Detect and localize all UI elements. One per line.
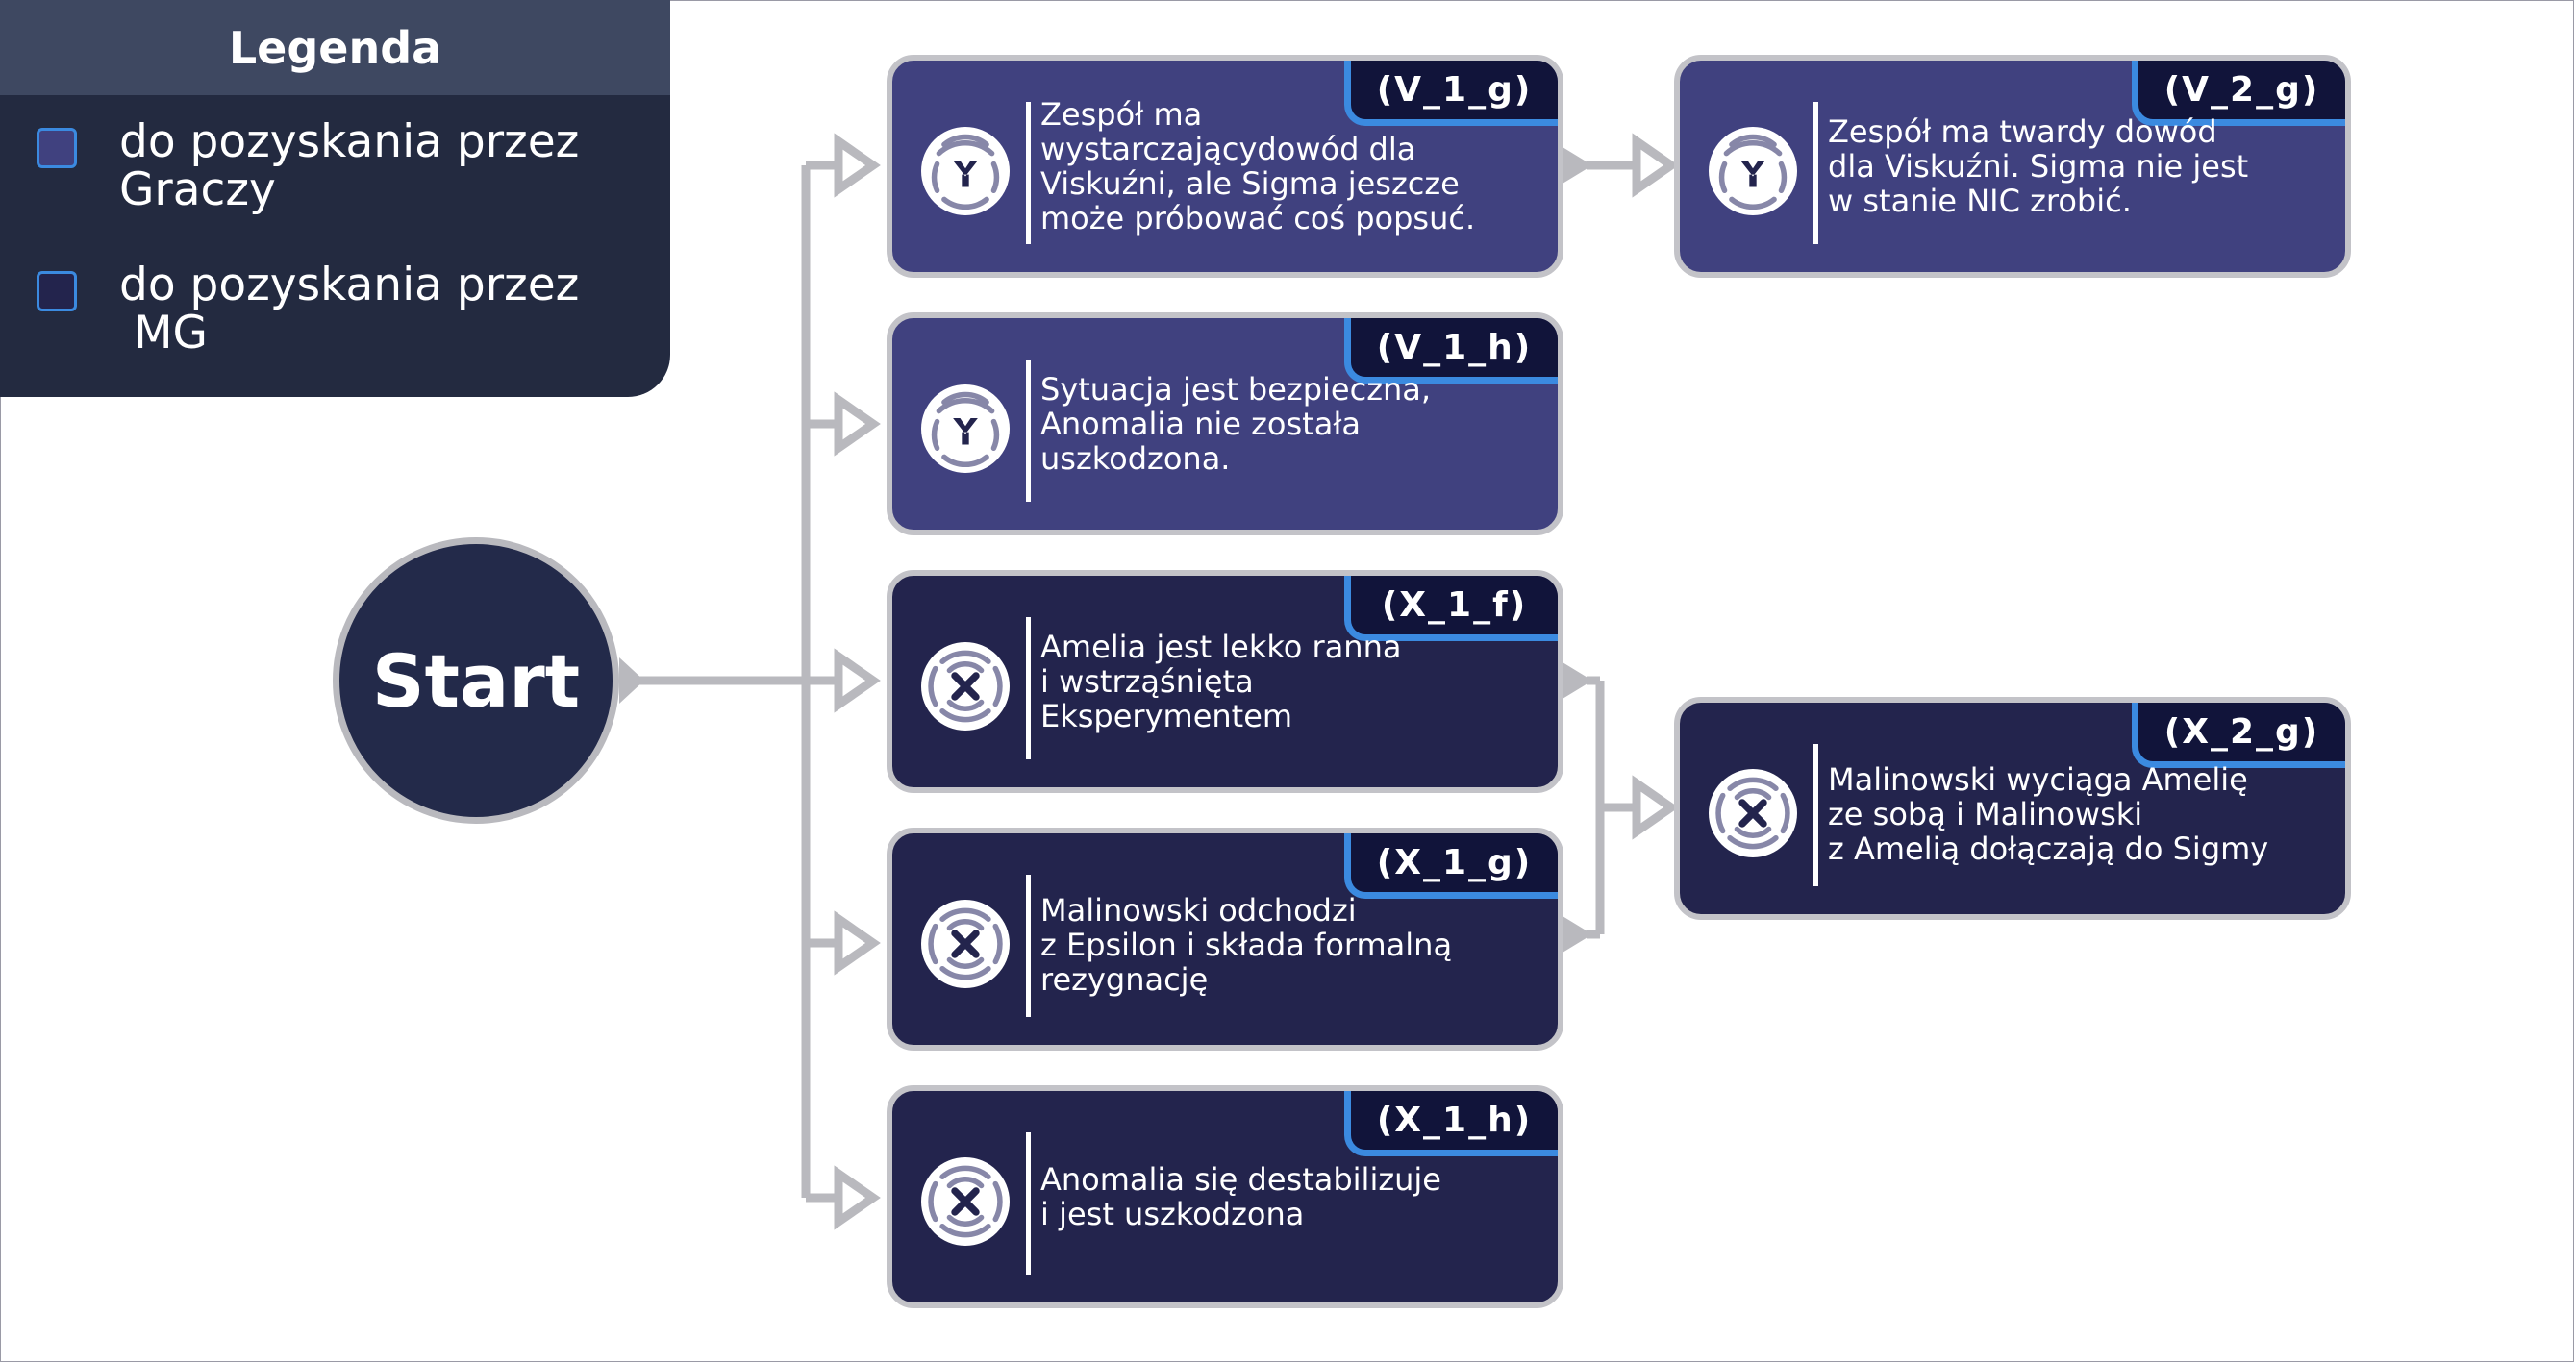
card-x1h: (X_1_h) Anomalia się destabilizuje i jes… [887, 1085, 1563, 1308]
tab-start [619, 657, 644, 704]
legend-item-players: do pozyskania przez Graczy [37, 118, 579, 214]
card-x1g: (X_1_g) Malinowski odchodzi z Epsilon i … [887, 828, 1563, 1051]
legend-panel: Legenda do pozyskania przez Graczy do po… [0, 0, 670, 397]
card-divider [1026, 1132, 1031, 1275]
card-tag: (X_1_h) [1344, 1091, 1558, 1156]
card-divider [1026, 875, 1031, 1017]
card-v1g: (V_1_g) Zespół ma wystarczającydowód dla… [887, 55, 1563, 278]
card-tag: (V_2_g) [2132, 61, 2345, 126]
arrowhead-x1g [834, 910, 881, 976]
card-tag: (V_1_g) [1344, 61, 1558, 126]
x-icon [921, 900, 1010, 988]
card-text: Anomalia się destabilizuje i jest uszkod… [1040, 1161, 1441, 1232]
card-tag: (X_1_f) [1344, 576, 1558, 641]
card-v2g: (V_2_g) Zespół ma twardy dowód dla Visku… [1674, 55, 2351, 278]
card-divider [1813, 744, 1818, 886]
card-text: Malinowski odchodzi z Epsilon i składa f… [1040, 892, 1453, 998]
card-divider [1026, 617, 1031, 759]
x-icon [921, 1157, 1010, 1246]
start-label: Start [371, 637, 581, 724]
arrowhead-x2g [1632, 775, 1679, 840]
card-divider [1026, 102, 1031, 244]
arrowhead-v1g [834, 133, 881, 198]
v-icon [1709, 127, 1797, 215]
card-tag: (V_1_h) [1344, 318, 1558, 384]
arrowhead-v2g [1632, 133, 1679, 198]
card-x1f: (X_1_f) Amelia jest lekko ranna i wstrzą… [887, 570, 1563, 793]
tab-x1f [1558, 659, 1592, 702]
legend-swatch-mg [37, 271, 77, 311]
legend-swatch-players [37, 128, 77, 168]
card-v1h: (V_1_h) Sytuacja jest bezpieczna, Anomal… [887, 312, 1563, 535]
tab-x1g [1558, 913, 1592, 955]
arrowhead-x1f [834, 648, 881, 713]
card-divider [1026, 360, 1031, 502]
v-icon [921, 127, 1010, 215]
legend-title: Legenda [0, 0, 670, 95]
legend-label-players: do pozyskania przez Graczy [119, 115, 580, 216]
v-icon [921, 384, 1010, 473]
card-text: Sytuacja jest bezpieczna, Anomalia nie z… [1040, 371, 1432, 477]
arrowhead-x1h [834, 1165, 881, 1230]
x-icon [921, 642, 1010, 731]
card-divider [1813, 102, 1818, 244]
tab-v1g [1558, 144, 1592, 186]
legend-label-mg: do pozyskania przez MG [119, 259, 580, 360]
arrowhead-v1h [834, 391, 881, 457]
card-text: Amelia jest lekko ranna i wstrząśnięta E… [1040, 629, 1402, 734]
card-tag: (X_2_g) [2132, 703, 2345, 768]
x-icon [1709, 769, 1797, 857]
card-text: Zespół ma wystarczającydowód dla Viskuźn… [1040, 96, 1476, 236]
card-tag: (X_1_g) [1344, 833, 1558, 899]
legend-item-mg: do pozyskania przez MG [37, 261, 579, 358]
card-text: Zespół ma twardy dowód dla Viskuźni. Sig… [1828, 113, 2249, 219]
card-x2g: (X_2_g) Malinowski wyciąga Amelię ze sob… [1674, 697, 2351, 920]
card-text: Malinowski wyciąga Amelię ze sobą i Mali… [1828, 761, 2269, 867]
start-node: Start [333, 537, 619, 824]
